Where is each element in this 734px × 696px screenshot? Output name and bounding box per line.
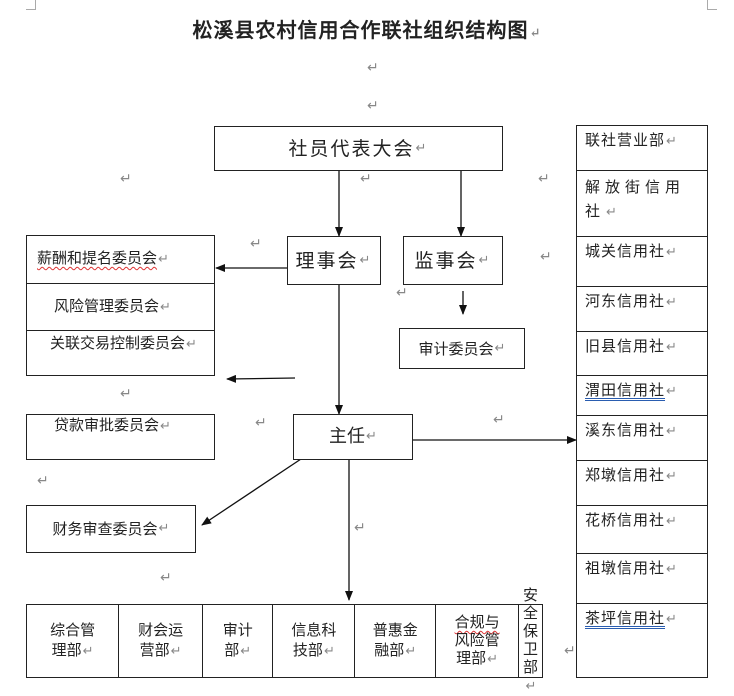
department-cell: 信息科技部↵ bbox=[273, 605, 356, 677]
branch-cell: 旧县信用社↵ bbox=[577, 332, 707, 376]
paragraph-mark: ↵ bbox=[367, 60, 379, 76]
committee-risk: 风险管理委员会↵ bbox=[27, 284, 214, 331]
director-box: 主任↵ bbox=[293, 414, 413, 460]
committee-finance-review: 财务审查委员会↵ bbox=[26, 505, 196, 553]
paragraph-mark: ↵ bbox=[37, 473, 49, 489]
branch-cell: 解放街信用社↵ bbox=[577, 171, 707, 237]
arrow-director-to-finance-committee bbox=[201, 458, 302, 526]
branch-cell: 河东信用社↵ bbox=[577, 287, 707, 332]
branch-column: 联社营业部↵ 解放街信用社↵ 城关信用社↵ 河东信用社↵ 旧县信用社↵ 渭田信用… bbox=[576, 125, 708, 678]
department-cell: 审计部↵ bbox=[203, 605, 274, 677]
crop-mark-top-left bbox=[26, 0, 36, 10]
arrow-to-risk-committees bbox=[226, 374, 296, 383]
paragraph-mark: ↵ bbox=[360, 171, 372, 187]
branch-cell: 溪东信用社↵ bbox=[577, 416, 707, 461]
paragraph-mark: ↵ bbox=[120, 386, 132, 402]
paragraph-mark: ↵ bbox=[493, 412, 505, 428]
board-box: 理事会↵ bbox=[287, 236, 381, 285]
committee-compensation: 薪酬和提名委员会↵ bbox=[27, 236, 214, 284]
assembly-box: 社员代表大会↵ bbox=[214, 126, 503, 171]
branch-cell: 祖墩信用社↵ bbox=[577, 554, 707, 604]
department-cell: 财会运营部↵ bbox=[119, 605, 203, 677]
paragraph-mark: ↵ bbox=[255, 415, 267, 431]
committee-related-party: 关联交易控制委员会↵ bbox=[50, 334, 197, 352]
branch-cell: 城关信用社↵ bbox=[577, 237, 707, 287]
paragraph-mark: ↵ bbox=[396, 285, 408, 301]
branch-cell: 渭田信用社↵ bbox=[577, 376, 707, 416]
paragraph-mark: ↵ bbox=[250, 236, 262, 252]
crop-mark-top-right bbox=[707, 0, 717, 10]
department-cell: 合规与风险管理部↵ bbox=[436, 605, 519, 677]
department-cell: 安全保卫部↵ bbox=[522, 586, 538, 694]
paragraph-mark: ↵ bbox=[120, 171, 132, 187]
branch-cell: 联社营业部↵ bbox=[577, 126, 707, 171]
branch-cell: 郑墩信用社↵ bbox=[577, 461, 707, 506]
diagram-title: 松溪县农村信用合作联社组织结构图↵ bbox=[192, 18, 542, 42]
committee-loan-approval: 贷款审批委员会↵ bbox=[26, 414, 215, 460]
branch-cell: 茶坪信用社↵ bbox=[585, 609, 678, 627]
department-row: 综合管理部↵ 财会运营部↵ 审计部↵ 信息科技部↵ 普惠金融部↵ 合规与风险管理… bbox=[26, 586, 543, 694]
committee-stack: 薪酬和提名委员会↵ 风险管理委员会↵ 关联交易控制委员会↵ bbox=[26, 235, 215, 376]
paragraph-mark: ↵ bbox=[354, 520, 366, 536]
audit-committee-box: 审计委员会↵ bbox=[399, 328, 525, 369]
paragraph-mark: ↵ bbox=[538, 171, 550, 187]
branch-cell: 花桥信用社↵ bbox=[577, 506, 707, 554]
department-cell: 普惠金融部↵ bbox=[355, 605, 437, 677]
paragraph-mark: ↵ bbox=[540, 249, 552, 265]
paragraph-mark: ↵ bbox=[564, 643, 576, 659]
paragraph-mark: ↵ bbox=[367, 98, 379, 114]
supervisory-box: 监事会↵ bbox=[403, 236, 503, 285]
department-cell: 综合管理部↵ bbox=[27, 605, 120, 677]
paragraph-mark: ↵ bbox=[160, 570, 172, 586]
